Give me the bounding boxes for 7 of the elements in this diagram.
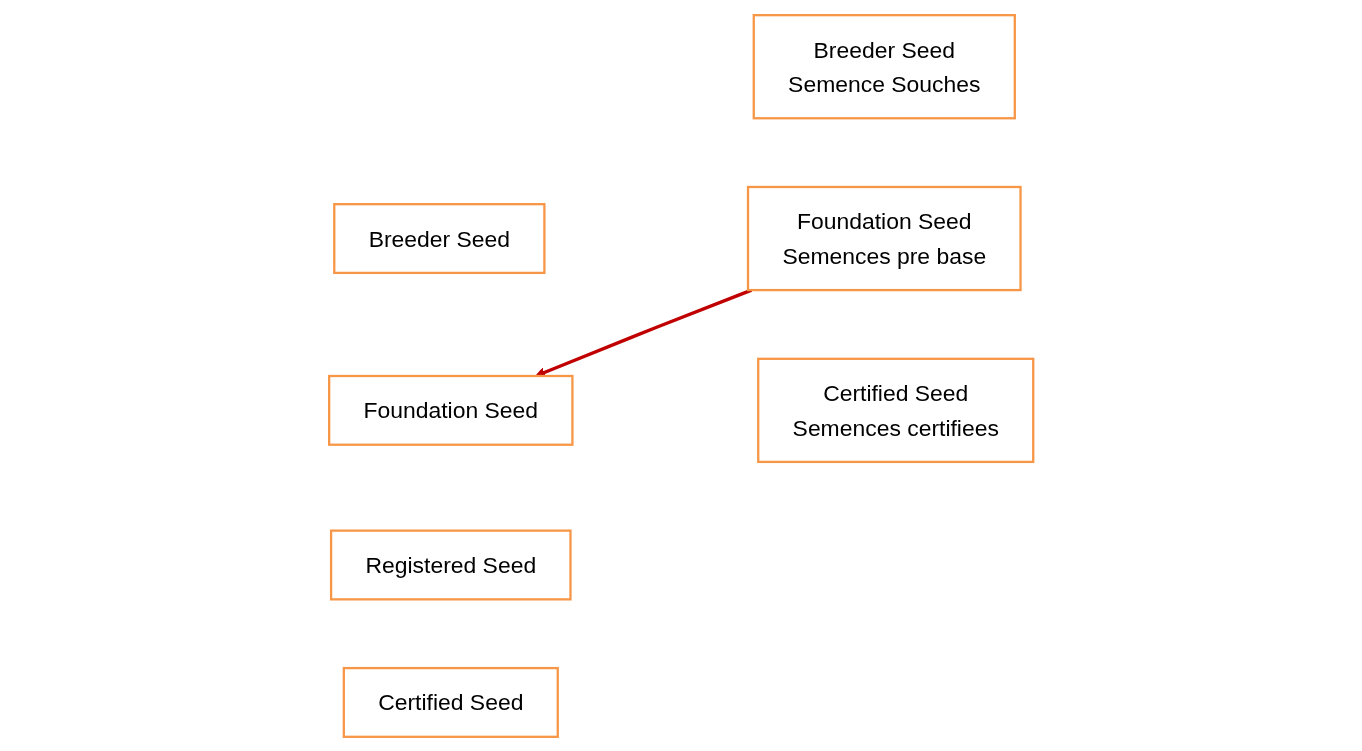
node-box: Registered Seed — [329, 529, 572, 600]
node-box: Foundation Seed — [327, 374, 574, 446]
node-box: Foundation Seed Semences pre base — [746, 185, 1022, 291]
node-box: Breeder Seed Semence Souches — [752, 13, 1016, 119]
node-box: Certified Seed Semences certifiees — [756, 357, 1035, 463]
node-box: Breeder Seed — [332, 202, 546, 274]
node-box: Certified Seed — [342, 666, 559, 738]
